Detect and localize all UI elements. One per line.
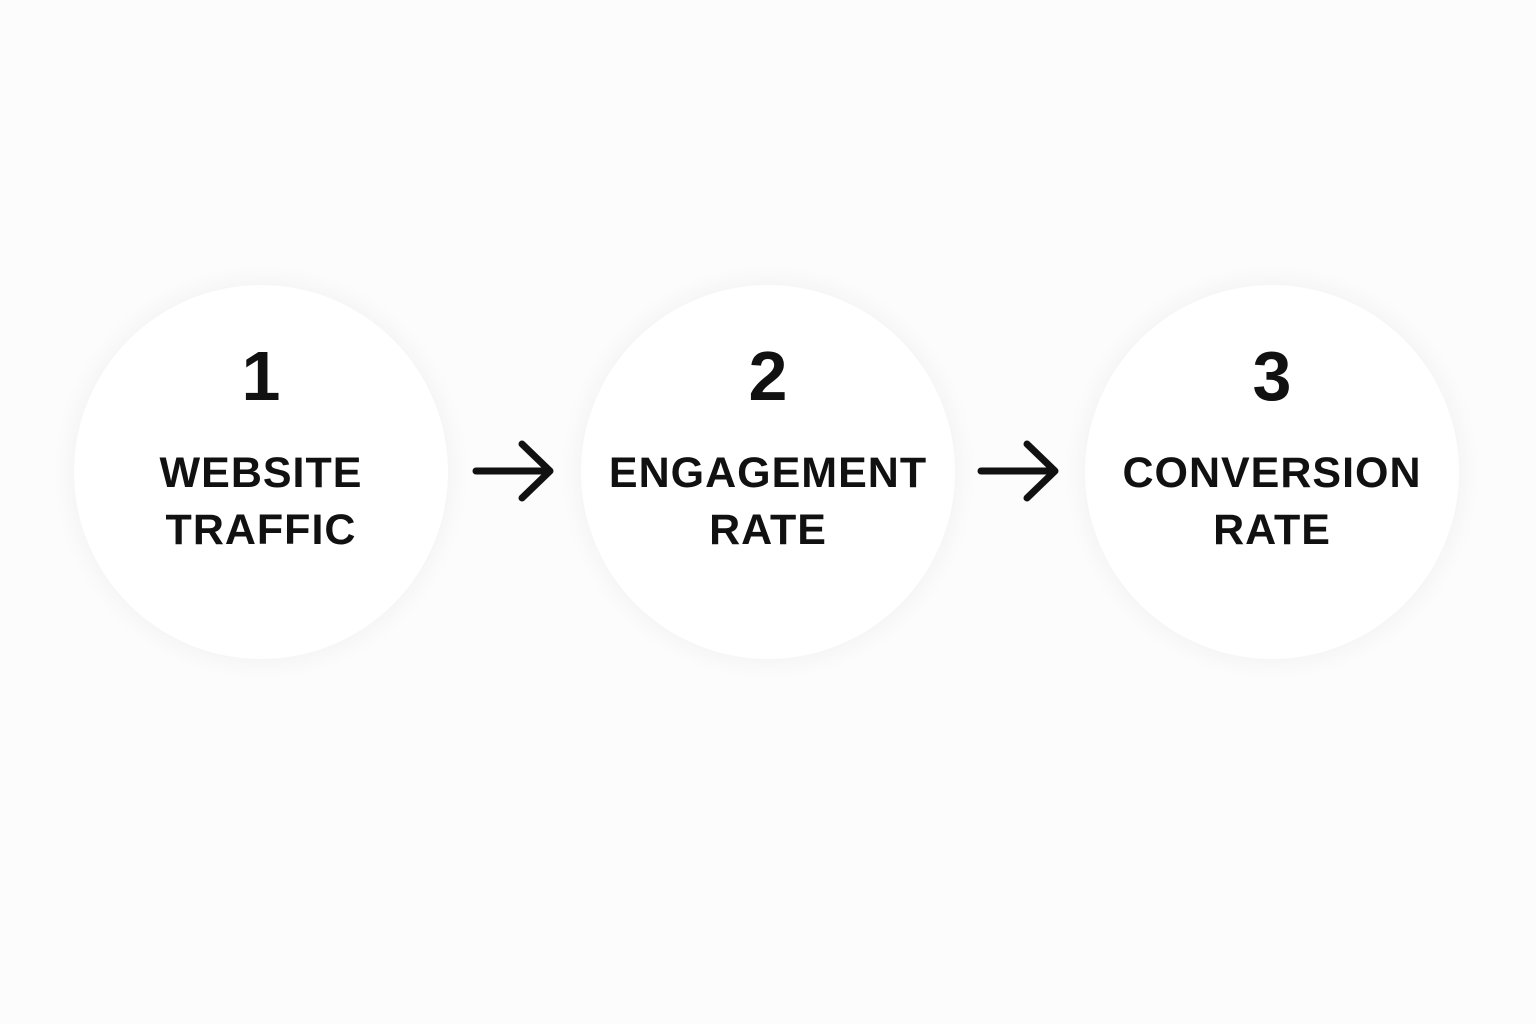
step-2-label-line-2: RATE [709,506,827,554]
step-3-circle: 3 CONVERSION RATE [1085,285,1459,659]
step-3-number: 3 [1252,337,1292,415]
step-2-label: ENGAGEMENT RATE [561,445,975,559]
step-3-label-line-2: RATE [1213,506,1331,554]
step-2-number: 2 [748,337,788,415]
step-1-label-line-2: TRAFFIC [165,506,357,554]
step-1-circle: 1 WEBSITE TRAFFIC [74,285,448,659]
step-2-circle: 2 ENGAGEMENT RATE [581,285,955,659]
step-2-label-line-1: ENGAGEMENT [608,449,928,497]
step-3-label: CONVERSION RATE [1065,445,1479,559]
step-1-label-line-1: WEBSITE [159,449,363,497]
arrow-right-icon [472,440,554,502]
arrow-right-icon [977,440,1059,502]
step-1-number: 1 [241,337,281,415]
step-1-label: WEBSITE TRAFFIC [54,445,468,559]
step-3-label-line-1: CONVERSION [1122,449,1422,497]
